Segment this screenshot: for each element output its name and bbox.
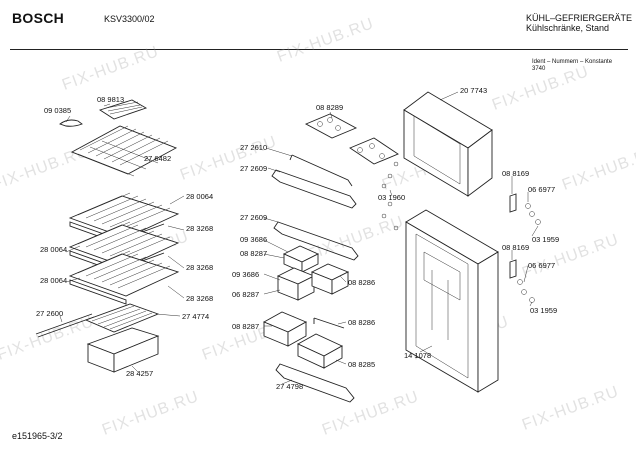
retainer-bar: [313, 317, 345, 329]
part-label: 08 8289: [316, 103, 344, 112]
freezer-wire-shelf: [70, 125, 178, 177]
part-label: 06 6977: [528, 261, 556, 270]
part-label: 27 4774: [182, 312, 210, 321]
part-label: 27 2609: [240, 213, 268, 222]
part-label: 06 8287: [232, 290, 260, 299]
ident-label: Ident – Nummern – Konstante: [532, 59, 613, 65]
part-label: 28 3268: [186, 294, 214, 303]
fridge-door: [405, 209, 499, 393]
part-label: 27 4798: [276, 382, 304, 391]
part-label: 20 7743: [460, 86, 488, 95]
category-title: KÜHL–GEFRIERGERÄTE: [526, 13, 633, 23]
shelf-3: [68, 250, 180, 305]
part-label: 14 1078: [404, 351, 432, 360]
diagram-code: e151965-3/2: [12, 431, 63, 441]
part-label: 27 2600: [36, 309, 64, 318]
crisper-cover: [84, 303, 160, 333]
part-label: 28 3268: [186, 224, 214, 233]
part-label: 28 3268: [186, 263, 214, 272]
header-divider: [10, 49, 628, 50]
freezer-door: [403, 91, 493, 197]
bottom-door-shelf: [275, 363, 355, 403]
part-label: 27 6482: [144, 154, 172, 163]
upper-hinge: [509, 193, 541, 225]
part-label: 08 8285: [348, 360, 376, 369]
part-label: 03 1960: [378, 193, 406, 202]
door-bar: [289, 154, 353, 187]
part-label: 08 8286: [348, 318, 376, 327]
door-box-3: [262, 311, 308, 347]
part-label: 09 0385: [44, 106, 72, 115]
butter-box: [282, 245, 320, 273]
part-label: 28 0064: [40, 245, 68, 254]
part-label: 08 8169: [502, 243, 530, 252]
part-label: 03 1959: [532, 235, 560, 244]
ice-cube-tray: [98, 99, 148, 120]
subcategory-title: Kühlschränke, Stand: [526, 23, 610, 33]
door-box-2: [310, 263, 350, 295]
part-label: 08 8169: [502, 169, 530, 178]
door-bar-holder: [271, 169, 357, 209]
part-label: 08 8287: [232, 322, 260, 331]
part-label: 28 4257: [126, 369, 154, 378]
leader-lines: [59, 91, 539, 385]
part-label: 08 8287: [240, 249, 268, 258]
part-label: 09 3686: [240, 235, 268, 244]
model-number: KSV3300/02: [104, 14, 155, 24]
screws: [381, 161, 399, 231]
part-label: 27 2609: [240, 164, 268, 173]
brand-logo: BOSCH: [12, 10, 65, 26]
vegetable-crisper: [86, 327, 160, 373]
part-label: 08 9813: [97, 95, 125, 104]
egg-tray: [304, 113, 399, 165]
part-label: 03 1959: [530, 306, 558, 315]
part-label: 27 2610: [240, 143, 268, 152]
door-box-4: [297, 333, 343, 369]
part-label: 28 0064: [186, 192, 214, 201]
part-label: 06 6977: [528, 185, 556, 194]
rail: [35, 313, 93, 335]
part-label: 28 0064: [40, 276, 68, 285]
part-label: 08 8286: [348, 278, 376, 287]
ident-value: 3740: [532, 66, 546, 72]
bottle-shelf: [273, 221, 359, 261]
part-label: 09 3686: [232, 270, 260, 279]
ice-scoop: [59, 119, 83, 127]
door-box-1: [276, 267, 316, 301]
